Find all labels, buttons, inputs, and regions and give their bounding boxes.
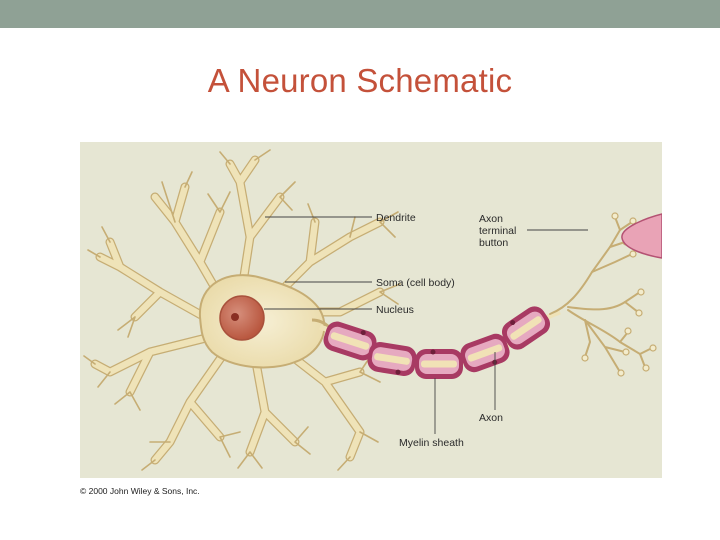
myelin-segments [323,306,551,379]
slide-title: A Neuron Schematic [207,62,513,99]
nucleus [219,295,265,341]
label-soma: Soma (cell body) [376,277,455,289]
label-myelin: Myelin sheath [399,437,464,449]
label-dendrite: Dendrite [376,212,416,224]
nucleolus [231,313,239,321]
top-bar [0,0,720,28]
label-terminal-1: Axon [479,213,503,225]
label-axon: Axon [479,412,503,424]
neuron-diagram: Dendrite Soma (cell body) Nucleus Axon t… [83,149,662,471]
axon-terminal-buttons [581,212,657,377]
label-leader-lines [264,216,588,434]
copyright-notice: © 2000 John Wiley & Sons, Inc. [80,486,200,496]
axon-terminals [549,216,653,373]
label-terminal-2: terminal [479,225,516,237]
label-terminal-3: button [479,237,508,249]
target-cell-edge [621,213,662,259]
label-nucleus: Nucleus [376,304,414,316]
